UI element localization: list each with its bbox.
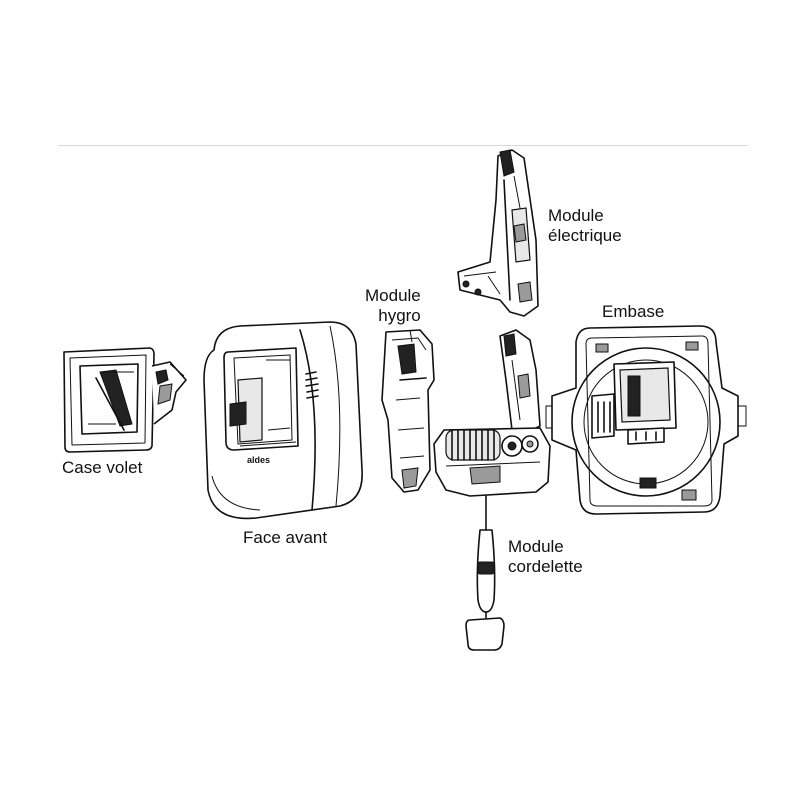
- label-module-cordelette: Module cordelette: [508, 537, 583, 576]
- embase-drawing: [545, 325, 747, 515]
- label-case-volet: Case volet: [62, 458, 143, 477]
- label-module-hygro: Module hygro: [365, 286, 421, 325]
- face-avant-drawing: [203, 321, 363, 520]
- face-avant-brand-logo: aldes: [247, 455, 270, 465]
- module-hygro-drawing: [381, 329, 435, 493]
- label-face-avant: Face avant: [243, 528, 328, 547]
- module-cordelette-drawing: [433, 329, 551, 651]
- case-volet-drawing: [63, 347, 187, 453]
- label-module-electrique: Module électrique: [548, 206, 622, 245]
- label-embase: Embase: [602, 302, 665, 321]
- module-electrique-drawing: [457, 149, 539, 317]
- top-divider-line: [58, 145, 748, 146]
